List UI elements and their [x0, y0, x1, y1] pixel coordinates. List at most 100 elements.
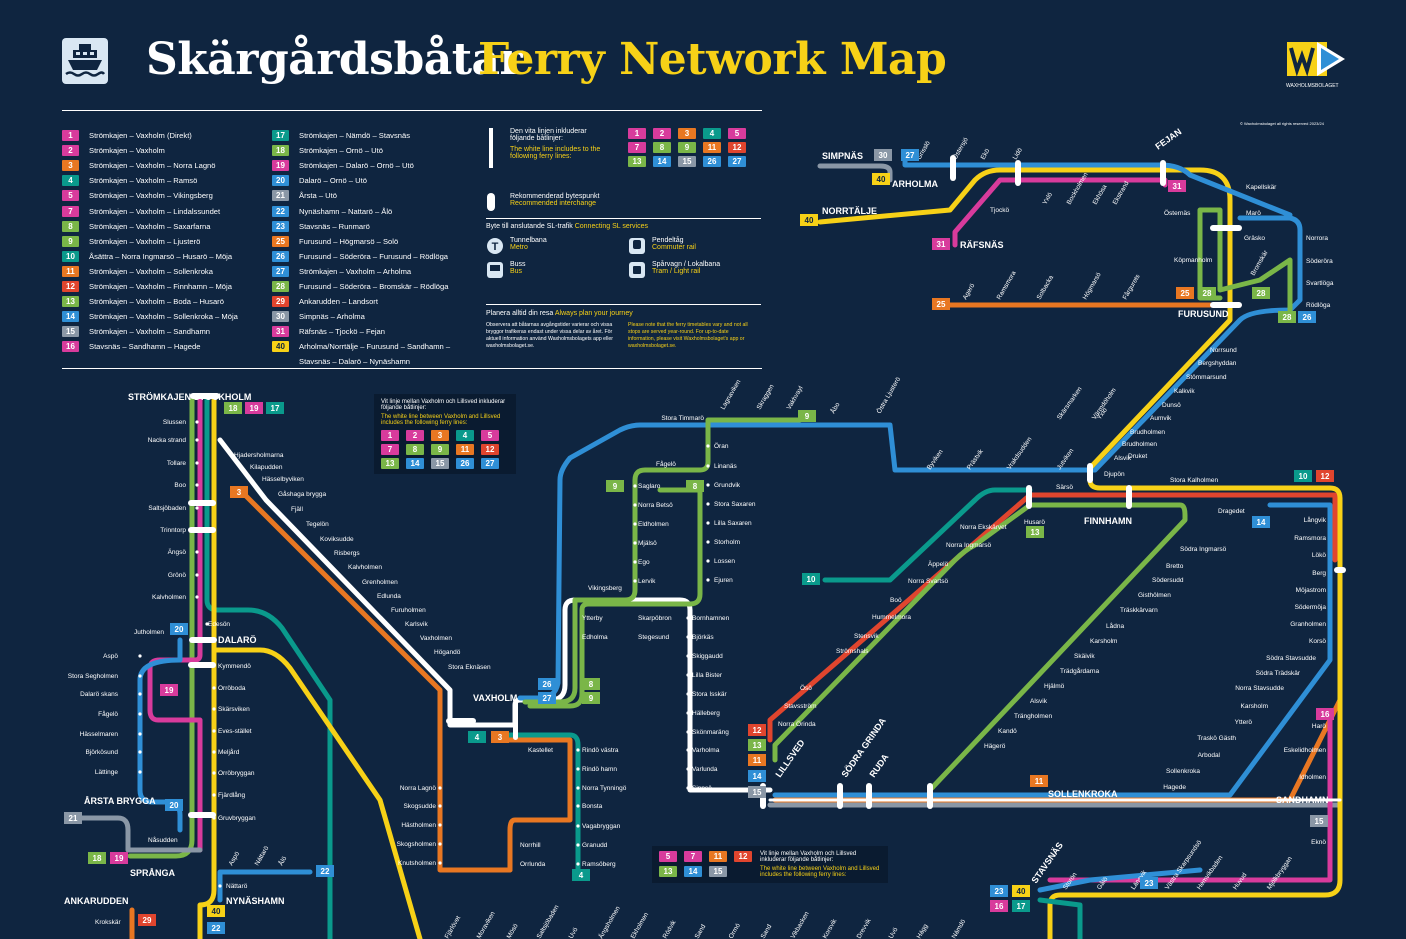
- interchange-trinntorp: [188, 527, 216, 533]
- route-badge-13: 13: [659, 866, 677, 877]
- route-badge-2: 2: [406, 430, 424, 441]
- map-route-badge-num: 27: [906, 151, 915, 160]
- station-label: Södra Ingmarsö: [1180, 546, 1227, 553]
- route-badge-3: 3: [431, 430, 449, 441]
- map-route-badge-bg: [990, 885, 1008, 897]
- route-badge-9: 9: [62, 235, 79, 247]
- map-route-badge-19: 19: [245, 402, 263, 414]
- station-label: Norra Örinda: [778, 720, 816, 728]
- station-label: Furuholmen: [391, 607, 426, 614]
- route-badge-5: 5: [62, 190, 79, 202]
- map-route-badge-bg: [932, 298, 950, 310]
- map-route-badge-bg: [932, 238, 950, 250]
- station-dot: [576, 843, 580, 847]
- station-label: Dalarö skans: [80, 691, 119, 698]
- station-dot: [633, 503, 637, 507]
- station-label: Traskö Gästh: [1197, 735, 1236, 742]
- station-dot: [195, 506, 199, 510]
- legend-label: Strömkajen – Vaxholm – Sollenkroka – Möj…: [89, 312, 238, 322]
- legend-label: Strömkajen – Dalarö – Ornö – Utö: [299, 161, 414, 171]
- map-route-badge-bg: [1294, 470, 1312, 482]
- map-route-badge-bg: [64, 812, 82, 824]
- station-dot: [686, 767, 690, 771]
- station-label: Dragedet: [1218, 508, 1245, 515]
- station-label: Jutholmen: [134, 629, 164, 636]
- station-label: Södersudd: [1152, 577, 1184, 584]
- station-label: Östersjö: [951, 136, 970, 161]
- legend-label: Simpnäs – Arholma: [299, 312, 365, 322]
- station-label: Uvö: [888, 926, 900, 939]
- map-route-badge-14: 14: [1252, 516, 1270, 528]
- map-route-badge-bg: [1298, 311, 1316, 323]
- station-label: Lökö: [1312, 552, 1326, 559]
- map-route-badge-16: 16: [990, 900, 1008, 912]
- map-route-badge-18: 18: [88, 852, 106, 864]
- connect-text-sv: Byte till anslutande SL-trafik: [486, 223, 573, 230]
- station-label: Kalvholmen: [348, 564, 382, 571]
- station-label: Storholm: [714, 539, 740, 546]
- station-label: Varholma: [692, 747, 720, 754]
- route-badge-12: 12: [62, 280, 79, 292]
- map-route-badge-bg: [1316, 708, 1334, 720]
- station-label: Norra Betsö: [638, 502, 673, 509]
- header: Skärgårdsbåtar Ferry Network Map WAXHOLM…: [0, 0, 1406, 110]
- route-badge-15: 15: [62, 326, 79, 338]
- map-route-badge-bg: [491, 731, 509, 743]
- station-label: Ytterö: [1235, 719, 1253, 726]
- station-label: Nättarö: [226, 883, 248, 890]
- station-dot: [706, 540, 710, 544]
- station-label: Långvik: [1304, 516, 1327, 524]
- station-label: Aspö: [228, 850, 242, 867]
- map-route-badge-num: 26: [1303, 313, 1312, 322]
- station-label: Hagede: [1163, 784, 1186, 791]
- hub-rafsnas: RÄFSNÄS: [960, 240, 1004, 250]
- station-label: Stora Kalholmen: [1170, 477, 1218, 484]
- hub-norrtalje: NORRTÄLJE: [822, 206, 877, 216]
- map-route-badge-bg: [1012, 885, 1030, 897]
- white-line-text-en: The white line includes to the following…: [510, 146, 601, 160]
- tram-text-sv: Spårvagn / Lokalbana: [652, 261, 721, 268]
- station-label: Bornhamnen: [692, 615, 730, 622]
- station-label: Sollenkroka: [1166, 768, 1200, 775]
- map-route-badge-bg: [748, 754, 766, 766]
- map-route-badge-bg: [538, 678, 556, 690]
- station-label: Kalkvik: [1174, 388, 1195, 395]
- station-label: Rindö hamn: [582, 766, 617, 773]
- map-route-badge-num: 16: [995, 902, 1004, 911]
- map-route-badge-23: 23: [1140, 877, 1158, 889]
- station-label: Linanäs: [714, 463, 738, 470]
- station-dot: [438, 842, 442, 846]
- station-label: Kilapudden: [250, 464, 283, 471]
- station-dot: [195, 528, 199, 532]
- route-badge-31: 31: [272, 326, 289, 338]
- map-route-badge-4: 4: [468, 731, 486, 743]
- station-label: Ekö: [980, 147, 992, 161]
- station-label: Ormö: [728, 922, 742, 939]
- station-label: Eskelidholmen: [1284, 747, 1327, 754]
- station-label: Boo: [174, 482, 186, 489]
- hub-vaxholm: VAXHOLM: [473, 693, 517, 703]
- callout-white-line-vaxholm: Vit linje mellan Vaxholm och Lillsved in…: [374, 394, 516, 474]
- map-route-badge-num: 31: [937, 240, 946, 249]
- map-route-badge-40: 40: [872, 173, 890, 185]
- route-badge-5: 5: [481, 430, 499, 441]
- map-route-badge-11: 11: [1030, 775, 1048, 787]
- map-route-badge-bg: [572, 869, 590, 881]
- station-label: Marö: [1246, 210, 1261, 217]
- station-label: Rödlöga: [1306, 302, 1331, 309]
- station-label: Svartlöga: [1306, 280, 1334, 287]
- station-label: Söderöra: [1306, 258, 1333, 265]
- map-route-badge-4: 4: [572, 869, 590, 881]
- station-label: Tollare: [167, 460, 187, 467]
- map-route-badge-num: 4: [475, 733, 480, 742]
- legend-label: Strömkajen – Vaxholm – Vikingsberg: [89, 191, 213, 201]
- route-line-15: [767, 802, 1343, 823]
